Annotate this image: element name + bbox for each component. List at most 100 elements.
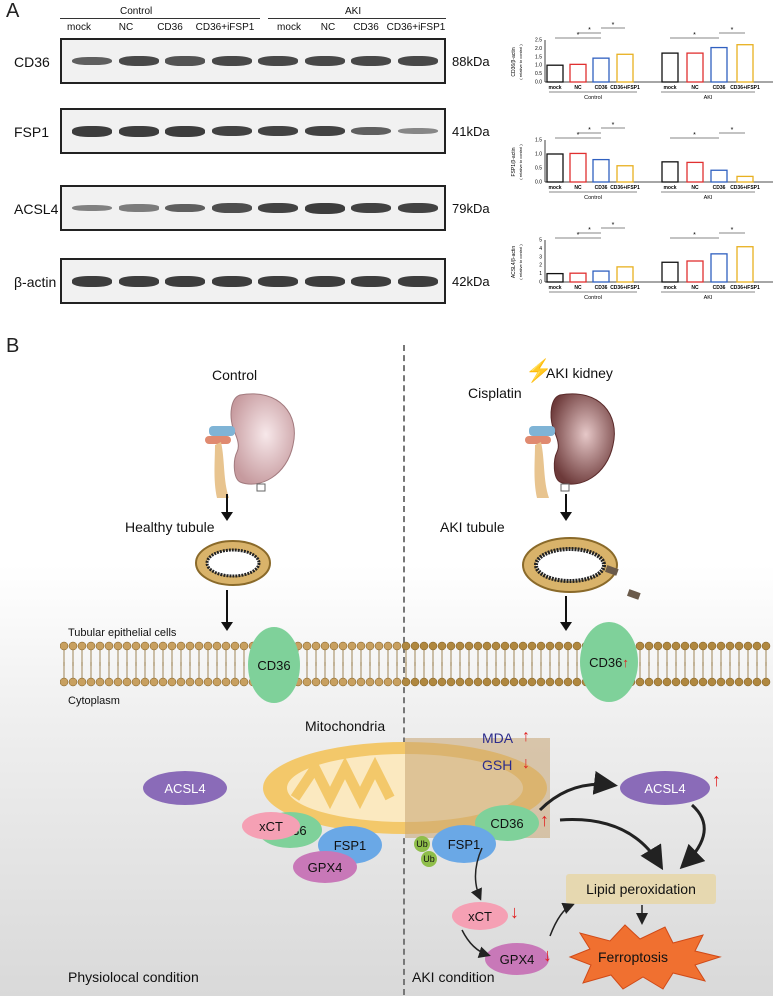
chart-xtick: NC [691,285,699,291]
significance-star: * [612,222,615,229]
chart-bar [661,161,679,183]
chart-xtick: mock [663,85,676,91]
xct-aki: xCT [452,902,508,930]
blot-image [60,185,446,231]
lipid-head [572,677,582,687]
lipid-head [662,677,672,687]
fsp1-aki: FSP1 [432,825,496,863]
lipid-head [212,641,222,651]
lipid-head [671,677,681,687]
lipid-head [752,641,762,651]
chart-group-label: Control [584,295,602,301]
chart-ytick: 1.0 [535,152,542,158]
significance-star: * [693,132,696,139]
pathway-arrows [461,770,706,959]
lipid-head [230,677,240,687]
aki-kidney-icon [525,393,615,498]
lipid-head [113,677,123,687]
lipid-head [122,677,132,687]
tubular-cells-label: Tubular epithelial cells [68,627,177,639]
significance-star: * [612,22,615,29]
chart-xtick: CD36 [713,85,726,91]
chart-group-label: AKI [704,195,713,201]
chart-ytick: 0 [539,280,542,286]
chart-bar [569,152,587,183]
lipid-head [428,677,438,687]
center-divider [403,345,405,995]
lipid-head [464,677,474,687]
lipid-head [302,677,312,687]
chart-bar [736,246,754,283]
ub-label: Ub [416,839,428,849]
lipid-head [563,677,573,687]
chart-ylabel2: ( relative to control ) [518,44,523,80]
lipid-head [185,641,195,651]
lipid-head [482,677,492,687]
lane-label: mock [67,22,91,33]
chart-bar [710,169,728,183]
lane-label: CD36 [157,22,183,33]
chart-xtick: CD36 [713,285,726,291]
lipid-head [194,677,204,687]
lipid-head [212,677,222,687]
cytoplasm-label: Cytoplasm [68,695,120,707]
group-line-aki [268,18,446,19]
lipid-head [635,677,645,687]
chart-xtick: CD36+iFSP1 [730,85,760,91]
lipid-head [527,641,537,651]
chart-xtick: CD36 [713,185,726,191]
lipid-head [698,641,708,651]
lipid-head [743,641,753,651]
chart-ytick: 1.0 [535,63,542,69]
chart-xtick: CD36+iFSP1 [610,85,640,91]
healthy-kidney-icon [205,393,295,498]
blot-band [351,126,391,136]
lipid-head [338,677,348,687]
lipid-head [68,677,78,687]
blot-kda-label: 42kDa [452,274,490,289]
lipid-head [644,641,654,651]
chart-bar [592,158,610,183]
gsh-down-arrow-icon: ↓ [522,755,530,772]
lipid-head [356,641,366,651]
lipid-head [437,677,447,687]
blot-band [351,55,391,67]
blot-kda-label: 41kDa [452,124,490,139]
lane-label: NC [118,22,134,33]
significance-star: * [612,122,615,129]
blot-band [258,125,298,137]
aki-condition-label: AKI condition [412,969,495,985]
chart-bar [736,44,754,83]
lipid-head [653,677,663,687]
chart-ytick: 1.5 [535,54,542,60]
fsp1-control: FSP1 [318,826,382,864]
lipid-head [374,641,384,651]
lipid-head [518,677,528,687]
chart-bar [546,64,564,83]
lipid-head [761,677,771,687]
lipid-head [410,641,420,651]
lipid-head [320,677,330,687]
lipid-head [374,677,384,687]
blot-band [165,125,205,137]
chart-ytick: 2.0 [535,46,542,52]
lipid-head [500,677,510,687]
lipid-head [491,677,501,687]
xct-label: xCT [259,818,283,834]
chart-ylabel2: ( relative to control ) [518,244,523,280]
chart-bar [592,57,610,83]
blot-image [60,258,446,304]
gpx4-label: GPX4 [499,951,535,967]
chart-bar [710,46,728,83]
blot-band [258,275,298,287]
lipid-head [338,641,348,651]
significance-star: * [577,232,580,239]
lipid-head [95,641,105,651]
gpx4-down-arrow-icon: ↓ [543,945,552,965]
healthy-tubule-icon [195,540,271,586]
blot-band [211,125,252,137]
lipid-head [104,641,114,651]
chart-group-label: AKI [704,295,713,301]
chart-xtick: CD36 [595,85,608,91]
lipid-head [86,641,96,651]
